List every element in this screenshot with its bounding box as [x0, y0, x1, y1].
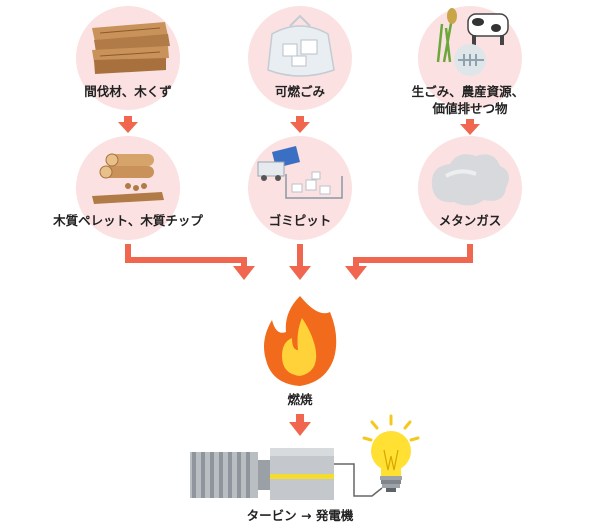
garbage-bag-icon: [267, 14, 335, 77]
svg-text:タービン → 発電機: タービン → 発電機: [247, 508, 354, 523]
source-label-garbage: 可燃ごみ: [275, 84, 326, 99]
svg-text:可燃ごみ: 可燃ごみ: [275, 84, 326, 99]
source-node-wood: 間伐材、木くず: [76, 6, 180, 110]
source-node-garbage: 可燃ごみ: [248, 6, 352, 110]
intermediate-node-gas: メタンガス: [418, 136, 522, 240]
power-wire: [334, 463, 383, 497]
svg-text:間伐材、木くず: 間伐材、木くず: [84, 84, 172, 99]
source-label-wood: 間伐材、木くず: [84, 84, 172, 99]
source-label-food-waste-line2: 価値排せつ物: [431, 101, 508, 116]
wood-logs-icon: [92, 153, 164, 204]
intermediate-label-pellets: 木質ペレット、木質チップ: [52, 213, 203, 228]
intermediate-label-pit: ゴミピット: [269, 213, 332, 228]
intermediate-node-pellets: 木質ペレット、木質チップ: [52, 136, 203, 240]
turbine-icon: [190, 448, 334, 500]
arrow-foodwaste-to-gas: [460, 119, 480, 135]
connector-gas-to-fire: [345, 244, 473, 280]
arrow-wood-to-pellets: [118, 116, 138, 133]
arrow-garbage-to-pit: [290, 116, 310, 133]
source-node-food-waste: 生ごみ、農産資源、 価値排せつ物: [412, 6, 529, 116]
garbage-truck-pit-icon: [257, 146, 343, 199]
lumber-stack-icon: [92, 22, 170, 74]
connector-pellets-to-fire: [125, 244, 255, 280]
svg-text:メタンガス: メタンガス: [439, 213, 502, 228]
svg-text:燃焼: 燃焼: [287, 392, 313, 407]
generation-label: タービン → 発電機: [247, 508, 354, 523]
intermediate-node-pit: ゴミピット: [248, 136, 352, 240]
arrow-fire-to-turbine: [289, 414, 311, 436]
svg-text:木質ペレット、木質チップ: 木質ペレット、木質チップ: [52, 213, 203, 228]
svg-text:ゴミピット: ゴミピット: [269, 213, 332, 228]
gas-cloud-icon: [431, 154, 509, 206]
connector-pit-to-fire: [289, 244, 311, 280]
light-bulb-icon: [362, 414, 420, 492]
combustion-label: 燃焼: [287, 392, 313, 407]
source-label-food-waste-line1: 生ごみ、農産資源、: [412, 84, 525, 99]
flame-icon: [264, 296, 337, 386]
intermediate-label-gas: メタンガス: [439, 213, 502, 228]
cow-rice-fishbone-icon: [436, 8, 509, 76]
svg-text:生ごみ、農産資源、 価値排せつ物: 生ごみ、農産資源、 価値排せつ物: [412, 84, 529, 116]
